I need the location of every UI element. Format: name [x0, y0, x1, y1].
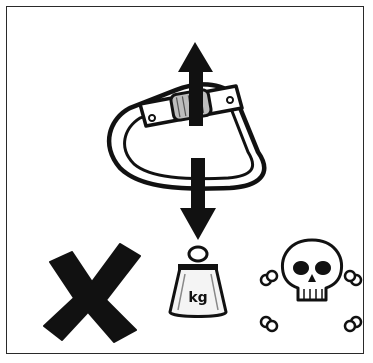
weight-label: kg [188, 290, 207, 306]
skull-crossbones-icon [261, 240, 361, 331]
weight-icon: kg [170, 247, 226, 317]
carabiner-icon [109, 84, 264, 188]
x-mark-icon [44, 244, 140, 342]
